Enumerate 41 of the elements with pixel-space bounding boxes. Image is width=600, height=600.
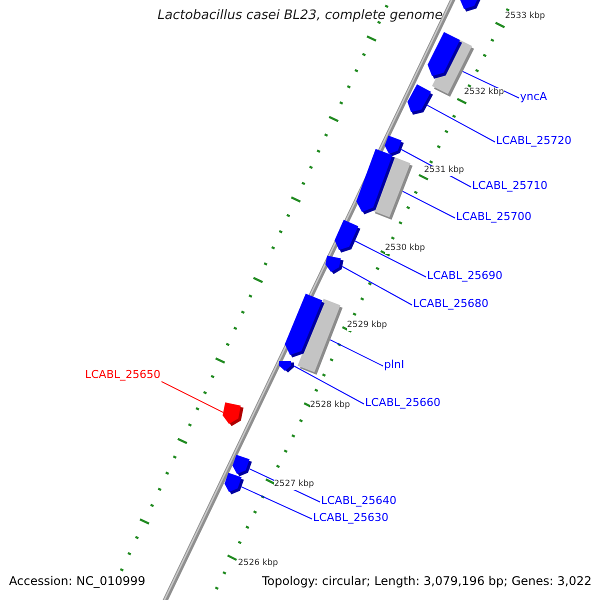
gene-block (460, 0, 482, 12)
scale-label: 2526 kbp (238, 559, 278, 569)
gene-block (356, 148, 395, 214)
scale-label: 2528 kbp (310, 401, 350, 411)
scale-label: 2529 kbp (347, 321, 388, 331)
leader-line (462, 70, 520, 98)
gene-label: LCABL_25700 (456, 211, 532, 224)
leader-line (240, 486, 312, 520)
leader-line (342, 266, 412, 306)
gene-label: LCABL_25640 (321, 495, 397, 508)
scale-label: 2531 kbp (424, 166, 464, 176)
gene-label: plnI (384, 359, 404, 372)
gene-label: LCABL_25690 (427, 270, 503, 283)
scale-label: 2530 kbp (385, 244, 426, 254)
gene-block (284, 294, 324, 358)
gene-block (325, 256, 344, 274)
gene-label: LCABL_25720 (496, 135, 572, 148)
gene-block (224, 472, 244, 494)
gene-label: LCABL_25680 (413, 298, 489, 311)
gene-block (334, 220, 360, 253)
gene-label: LCABL_25710 (472, 180, 548, 193)
scale-label: 2533 kbp (505, 12, 546, 22)
leader-line (330, 339, 384, 366)
gene-label: yncA (520, 91, 548, 104)
leader-line (161, 381, 224, 413)
gene-block (232, 454, 252, 476)
leader-line (294, 366, 364, 404)
gene-label: LCABL_25630 (313, 512, 389, 525)
gene-block (222, 402, 244, 426)
scale-label: 2527 kbp (274, 480, 314, 490)
gene-block (428, 32, 462, 79)
leader-line (354, 240, 426, 278)
genome-info-text: Topology: circular; Length: 3,079,196 bp; Genes: 3,022 (262, 575, 592, 589)
gene-block (384, 136, 404, 156)
gene-label: LCABL_25660 (365, 397, 441, 410)
gene-block (407, 84, 433, 115)
title: Lactobacillus casei BL23, complete genome (158, 9, 443, 24)
gene-block (279, 361, 294, 372)
accession-text: Accession: NC_010999 (9, 575, 146, 589)
gene-label: LCABL_25650 (85, 369, 161, 382)
scale-label: 2532 kbp (464, 88, 504, 98)
